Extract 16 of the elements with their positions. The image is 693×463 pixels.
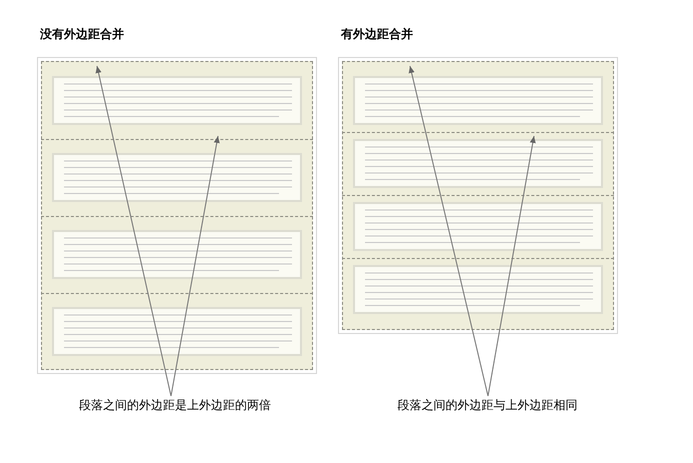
caption-text: 段落之间的外边距与上外边距相同 (396, 397, 578, 414)
leader-arrow (170, 136, 220, 396)
panel-heading: 有外边距合并 (341, 26, 413, 43)
paragraph-box (353, 265, 603, 314)
panel-heading: 没有外边距合并 (40, 26, 124, 43)
paragraph-box (353, 202, 603, 251)
paragraph-box (353, 76, 603, 125)
leader-arrow (488, 136, 536, 396)
caption-text: 段落之间的外边距是上外边距的两倍 (78, 397, 272, 414)
leader-arrow (96, 66, 172, 396)
leader-arrow (408, 66, 488, 396)
paragraph-box (52, 307, 302, 356)
paragraph-box (52, 76, 302, 125)
paragraph-box (353, 139, 603, 188)
paragraph-box (52, 153, 302, 202)
paragraph-box (52, 230, 302, 279)
